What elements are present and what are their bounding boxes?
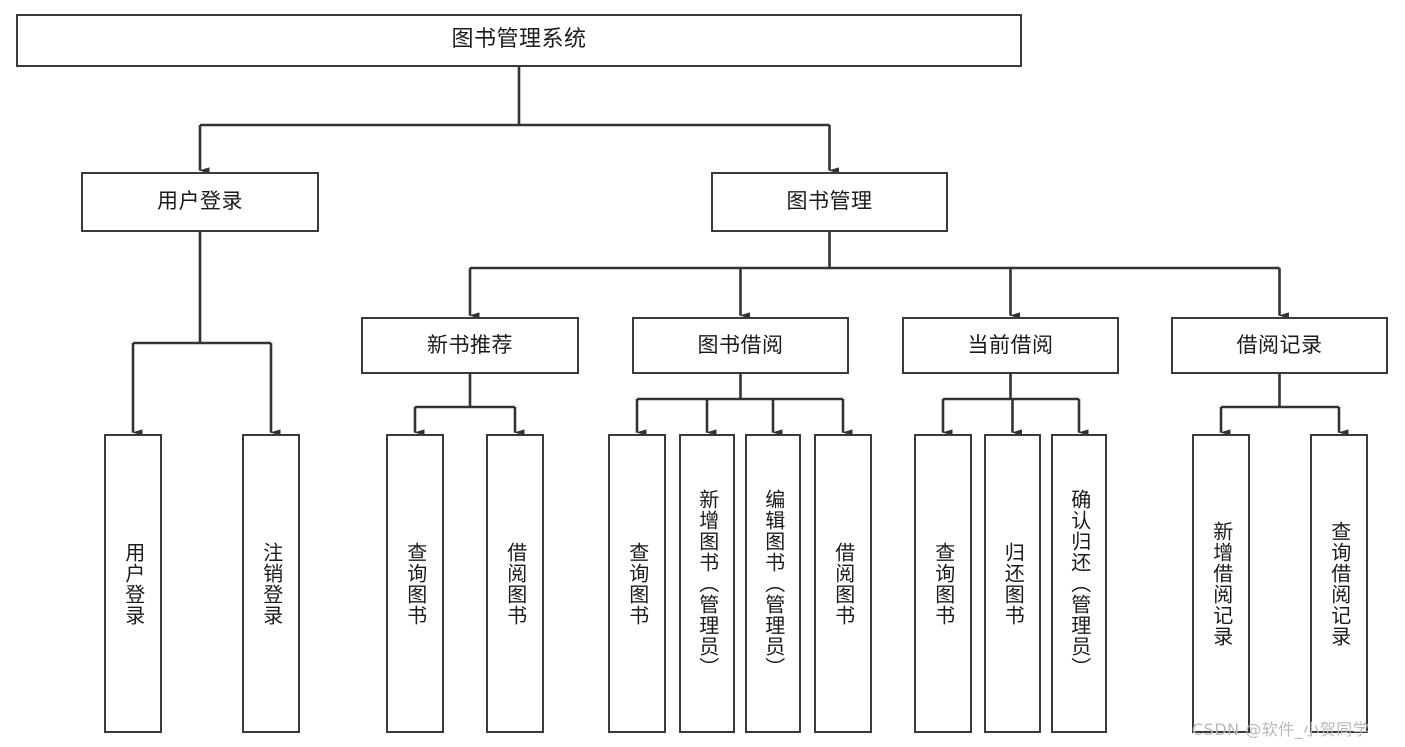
node-label-book-manage: 图书管理 <box>786 189 873 214</box>
node-leaf-logout[interactable]: 注销登录 <box>242 434 300 733</box>
node-leaf-confirm-return[interactable]: 确认归还（管理员） <box>1051 434 1107 733</box>
node-leaf-user-login[interactable]: 用户登录 <box>104 434 162 733</box>
node-leaf-add-book[interactable]: 新增图书（管理员） <box>679 434 735 733</box>
node-label-leaf-query-book-3: 查询图书 <box>931 541 956 626</box>
node-leaf-return-book[interactable]: 归还图书 <box>984 434 1041 733</box>
node-leaf-query-book-1[interactable]: 查询图书 <box>386 434 444 733</box>
edge-group <box>131 67 1349 436</box>
node-label-leaf-user-login: 用户登录 <box>121 541 146 626</box>
node-borrow-record[interactable]: 借阅记录 <box>1171 317 1388 374</box>
node-user-login[interactable]: 用户登录 <box>81 172 319 232</box>
node-leaf-query-book-2[interactable]: 查询图书 <box>608 434 666 733</box>
node-label-leaf-logout: 注销登录 <box>259 541 284 626</box>
node-leaf-query-record[interactable]: 查询借阅记录 <box>1310 434 1368 733</box>
node-leaf-borrow-book-1[interactable]: 借阅图书 <box>486 434 544 733</box>
node-label-user-login: 用户登录 <box>157 189 243 214</box>
node-current-borrow[interactable]: 当前借阅 <box>902 317 1119 374</box>
node-label-leaf-query-book-2: 查询图书 <box>625 541 650 626</box>
node-label-leaf-edit-book: 编辑图书（管理员） <box>761 489 786 678</box>
node-leaf-edit-book[interactable]: 编辑图书（管理员） <box>745 434 801 733</box>
node-leaf-query-book-3[interactable]: 查询图书 <box>914 434 972 733</box>
node-label-current-borrow: 当前借阅 <box>967 332 1054 357</box>
node-label-leaf-add-record: 新增借阅记录 <box>1209 520 1234 647</box>
node-leaf-borrow-book-2[interactable]: 借阅图书 <box>814 434 872 733</box>
node-book-borrow[interactable]: 图书借阅 <box>632 317 849 374</box>
node-book-manage[interactable]: 图书管理 <box>711 172 948 232</box>
node-label-new-book-rec: 新书推荐 <box>427 332 513 357</box>
node-label-root: 图书管理系统 <box>451 27 587 53</box>
node-label-leaf-confirm-return: 确认归还（管理员） <box>1067 489 1092 678</box>
node-root[interactable]: 图书管理系统 <box>16 14 1022 67</box>
node-label-leaf-borrow-book-2: 借阅图书 <box>831 541 856 626</box>
node-label-leaf-query-record: 查询借阅记录 <box>1327 520 1352 647</box>
node-label-leaf-query-book-1: 查询图书 <box>403 541 428 626</box>
node-label-leaf-borrow-book-1: 借阅图书 <box>503 541 528 626</box>
node-leaf-add-record[interactable]: 新增借阅记录 <box>1192 434 1250 733</box>
node-label-book-borrow: 图书借阅 <box>697 332 784 357</box>
node-label-leaf-add-book: 新增图书（管理员） <box>695 489 720 678</box>
node-label-leaf-return-book: 归还图书 <box>1001 541 1026 626</box>
node-label-borrow-record: 借阅记录 <box>1236 332 1323 357</box>
node-new-book-rec[interactable]: 新书推荐 <box>361 317 579 374</box>
